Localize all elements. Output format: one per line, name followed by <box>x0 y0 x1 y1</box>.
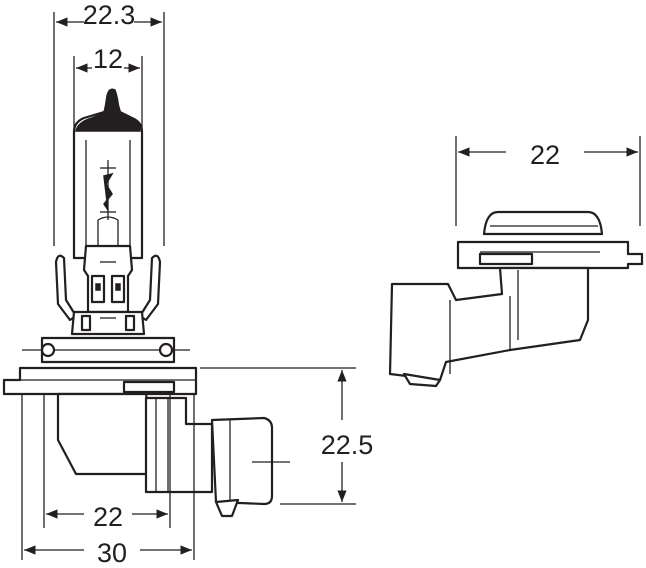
bulb-top-cap <box>75 88 141 132</box>
right-clip <box>138 254 162 322</box>
dim-label-height: 22.5 <box>321 430 374 460</box>
bulb-front-view <box>2 88 274 518</box>
lower-housing <box>56 392 152 476</box>
front-dimensions <box>21 12 356 560</box>
dim-label-top-width: 22.3 <box>83 0 136 30</box>
inner-socket <box>82 244 134 314</box>
filament <box>97 160 119 246</box>
bulb-side-view <box>388 210 644 388</box>
left-clip <box>54 254 78 322</box>
dim-label-inner-width: 12 <box>93 44 123 74</box>
dim-label-base-outer: 30 <box>97 538 127 568</box>
plug-connector <box>144 396 274 518</box>
side-dimension <box>455 136 641 226</box>
dim-label-side-width: 22 <box>530 140 560 170</box>
dim-label-base-inner: 22 <box>93 502 123 532</box>
